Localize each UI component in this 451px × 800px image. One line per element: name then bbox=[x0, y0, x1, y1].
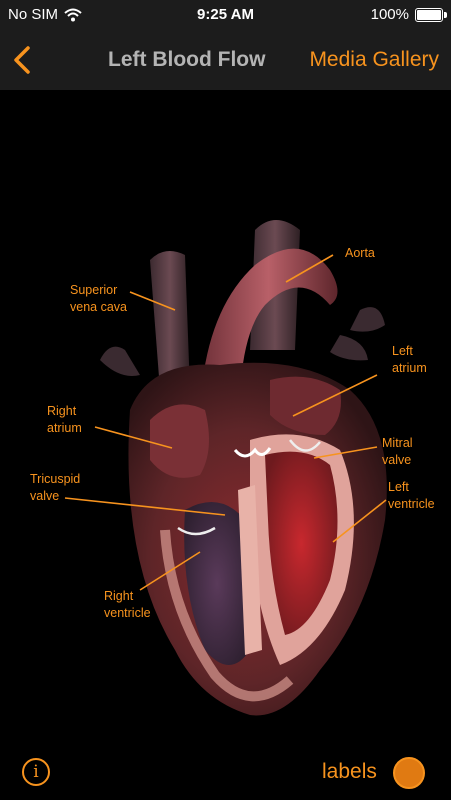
label-right-atrium: Right atrium bbox=[47, 404, 82, 435]
page-title: Left Blood Flow bbox=[108, 48, 266, 71]
media-gallery-button[interactable]: Media Gallery bbox=[309, 48, 439, 71]
heart-illustration bbox=[64, 220, 387, 716]
carrier-text: No SIM bbox=[8, 6, 59, 23]
label-tricuspid-valve: Tricuspid valve bbox=[30, 472, 81, 503]
info-button[interactable]: i bbox=[22, 758, 50, 786]
label-superior-vena-cava: Superior vena cava bbox=[70, 283, 127, 314]
battery-icon bbox=[415, 7, 447, 22]
heart-illustration-area: Aorta Superior vena cava Left atrium Rig… bbox=[0, 90, 451, 750]
wifi-icon bbox=[64, 8, 82, 21]
status-time: 9:25 AM bbox=[197, 6, 254, 23]
battery-percent: 100% bbox=[370, 6, 409, 23]
label-aorta: Aorta bbox=[345, 246, 375, 260]
label-mitral-valve: Mitral valve bbox=[382, 436, 413, 467]
info-icon: i bbox=[33, 762, 39, 782]
chevron-left-icon bbox=[14, 46, 30, 74]
navigation-bar: Left Blood Flow Media Gallery bbox=[0, 30, 451, 90]
back-button[interactable] bbox=[8, 42, 40, 78]
labels-toggle-label: labels bbox=[322, 760, 377, 783]
status-bar: No SIM 9:25 AM 100% bbox=[0, 0, 451, 30]
labels-toggle-button[interactable] bbox=[393, 757, 425, 789]
label-right-ventricle: Right ventricle bbox=[104, 589, 151, 620]
label-left-ventricle: Left ventricle bbox=[388, 480, 435, 511]
label-left-atrium: Left atrium bbox=[392, 344, 427, 375]
